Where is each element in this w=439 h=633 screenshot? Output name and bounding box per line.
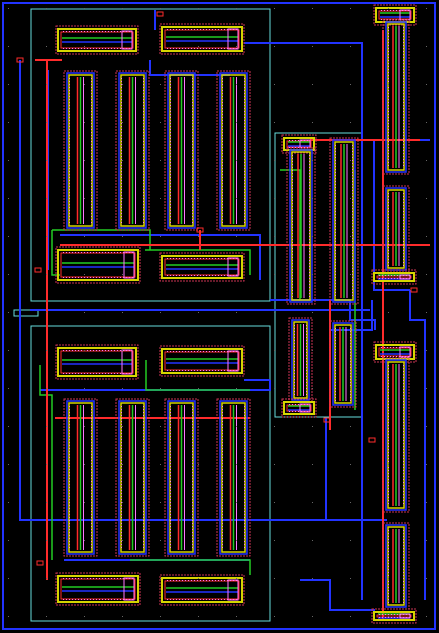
lower-h-device-4[interactable] — [159, 574, 245, 606]
upper-h-device-2[interactable] — [159, 23, 245, 55]
middle-v-device-2[interactable] — [329, 137, 359, 305]
upper-v-device-4[interactable] — [216, 70, 251, 231]
right-pad-2[interactable] — [373, 341, 417, 363]
upper-h-device-3[interactable] — [55, 246, 141, 284]
pin-marker-4[interactable] — [196, 227, 204, 233]
middle-v-device-1[interactable] — [286, 147, 316, 305]
lower-v-device-4[interactable] — [216, 398, 251, 557]
lower-h-device-2[interactable] — [159, 345, 245, 377]
lower-v-device-2[interactable] — [115, 398, 150, 557]
grid-dots — [8, 8, 427, 617]
right-v-device-2[interactable] — [382, 185, 410, 273]
middle-bottom-pad[interactable] — [281, 398, 317, 418]
right-cell-outline — [13, 309, 39, 317]
right-v-device-1[interactable] — [382, 19, 410, 175]
pin-marker-8[interactable] — [156, 11, 164, 17]
pin-markers — [16, 11, 418, 566]
lower-cell-outline[interactable] — [30, 325, 271, 622]
lower-h-device-1[interactable] — [55, 344, 139, 380]
upper-h-device-1[interactable] — [55, 25, 139, 55]
pin-marker-7[interactable] — [410, 287, 418, 293]
pin-marker-2[interactable] — [34, 267, 42, 273]
pin-marker-3[interactable] — [36, 560, 44, 566]
lower-v-device-1[interactable] — [63, 398, 98, 557]
upper-v-device-3[interactable] — [164, 70, 199, 231]
right-v-device-4[interactable] — [382, 522, 410, 610]
upper-v-device-2[interactable] — [115, 70, 150, 231]
pin-marker-6[interactable] — [368, 437, 376, 443]
transistor-devices — [55, 4, 417, 624]
middle-v-device-3[interactable] — [288, 317, 313, 403]
pin-marker-1[interactable] — [16, 57, 24, 63]
upper-v-device-1[interactable] — [63, 70, 98, 231]
lower-v-device-3[interactable] — [164, 398, 199, 557]
lower-h-device-3[interactable] — [55, 572, 141, 606]
metal1-routing — [19, 10, 430, 611]
right-mid-pad[interactable] — [371, 269, 417, 285]
upper-h-device-4[interactable] — [159, 252, 245, 282]
right-v-device-3[interactable] — [382, 357, 410, 513]
pin-marker-5[interactable] — [323, 417, 331, 423]
upper-cell-outline[interactable] — [30, 8, 271, 302]
middle-cell-outline[interactable] — [274, 132, 363, 418]
middle-v-device-4[interactable] — [329, 320, 357, 408]
right-bottom-pad[interactable] — [371, 608, 417, 624]
